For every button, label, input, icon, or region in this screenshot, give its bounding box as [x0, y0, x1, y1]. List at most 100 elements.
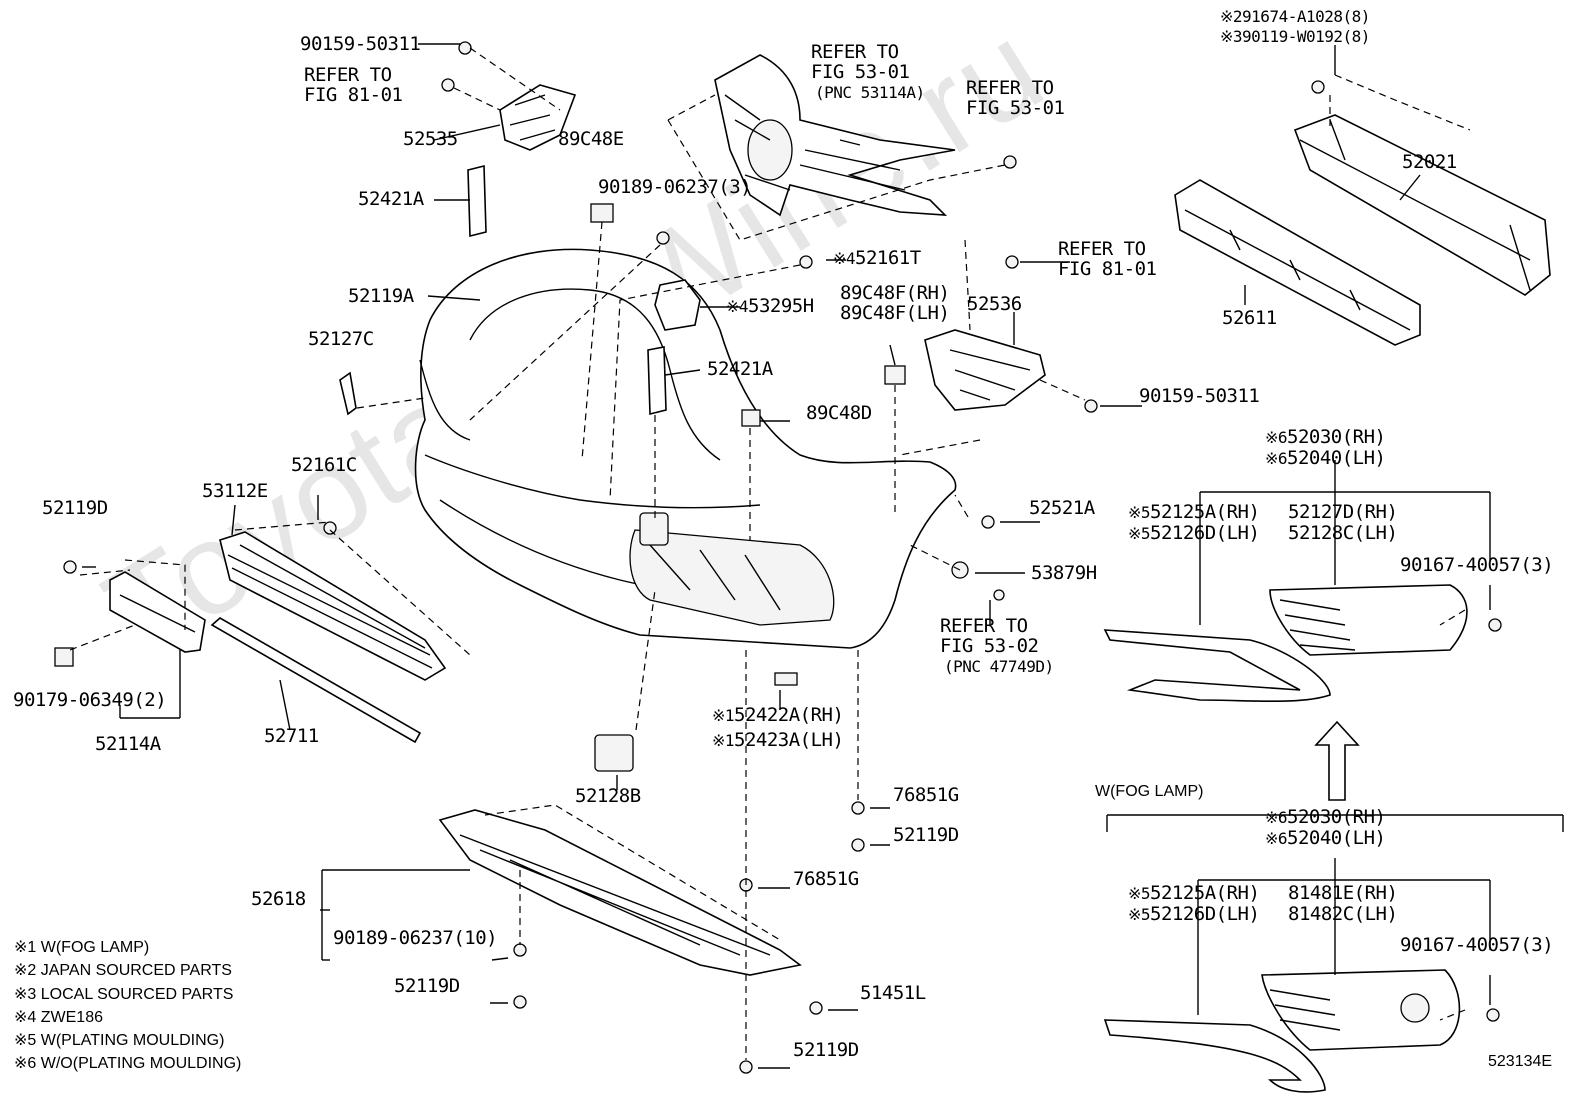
part-52119A[interactable]: 52119A [348, 285, 414, 307]
part-52128B[interactable]: 52128B [575, 785, 641, 807]
mark-4-a: ※4 [833, 249, 856, 268]
part-52535[interactable]: 52535 [403, 128, 458, 150]
ref-clip-line1[interactable]: REFER TO [966, 77, 1054, 99]
part-52711[interactable]: 52711 [264, 725, 319, 747]
mark-5-d: ※5 [1128, 905, 1151, 924]
mark-6-d: ※6 [1265, 829, 1288, 848]
moulding-52711-illustration [210, 617, 422, 744]
mark-5-a: ※5 [1128, 503, 1151, 522]
part-51451L[interactable]: 51451L [860, 982, 926, 1004]
ref-fig81-right-line1[interactable]: REFER TO [1058, 238, 1146, 260]
under-cover-illustration [438, 809, 802, 976]
lower-grille-illustration [219, 531, 447, 681]
part-90159-50311-top[interactable]: 90159-50311 [300, 33, 421, 55]
part-52618[interactable]: 52618 [251, 888, 306, 910]
mark-1-a: ※1 [712, 706, 735, 725]
ref-fig53-02-line1[interactable]: REFER TO [940, 615, 1028, 637]
ref-fig81-right-line2[interactable]: FIG 81-01 [1058, 258, 1157, 280]
ref-grille-line3[interactable]: (PNC 53114A) [815, 83, 925, 102]
ref-fig53-02-line2[interactable]: FIG 53-02 [940, 635, 1039, 657]
upper-52127D[interactable]: 52127D(RH) [1288, 501, 1398, 523]
part-53879H[interactable]: 53879H [1031, 562, 1097, 584]
license-bracket-illustration [109, 571, 206, 653]
part-52422A[interactable]: 52422A(RH) [734, 704, 844, 726]
part-90159-50311-right[interactable]: 90159-50311 [1139, 385, 1260, 407]
upper-52030[interactable]: 52030(RH) [1287, 426, 1386, 448]
part-52161T[interactable]: 52161T [855, 247, 921, 269]
part-52119D-d[interactable]: 52119D [793, 1039, 859, 1061]
lower-81481E[interactable]: 81481E(RH) [1288, 882, 1398, 904]
part-76851G-b[interactable]: 76851G [793, 868, 859, 890]
part-52021[interactable]: 52021 [1402, 151, 1457, 173]
upper-52126D[interactable]: 52126D(LH) [1150, 522, 1260, 544]
lower-81482C[interactable]: 81482C(LH) [1288, 903, 1398, 925]
part-90189-06237-3[interactable]: 90189-06237(3) [598, 176, 752, 198]
bracket-52536-illustration [924, 329, 1046, 411]
part-53112E[interactable]: 53112E [202, 480, 268, 502]
fog-lamp-title: W(FOG LAMP) [1095, 783, 1204, 800]
part-89C48D[interactable]: 89C48D [806, 402, 872, 424]
part-52161C[interactable]: 52161C [291, 454, 357, 476]
note-2: ※2 JAPAN SOURCED PARTS [14, 962, 232, 979]
up-arrow [1314, 720, 1360, 801]
part-291674-A1028[interactable]: 291674-A1028(8) [1232, 7, 1371, 26]
part-53295H[interactable]: 53295H [748, 295, 814, 317]
part-390119-W0192[interactable]: 390119-W0192(8) [1232, 27, 1371, 46]
assembly-lines [69, 47, 1471, 1060]
mark-1-b: ※1 [712, 731, 735, 750]
fog-cover-lower-illustration [1103, 969, 1461, 1093]
mark-5-c: ※5 [1128, 884, 1151, 903]
ref-grille-line1[interactable]: REFER TO [811, 41, 899, 63]
reinforcement-52021-illustration [1293, 114, 1551, 296]
lower-52030[interactable]: 52030(RH) [1287, 806, 1386, 828]
part-52536[interactable]: 52536 [967, 293, 1022, 315]
lower-52125A[interactable]: 52125A(RH) [1150, 882, 1260, 904]
absorber-52611-illustration [1174, 179, 1421, 346]
part-52611[interactable]: 52611 [1222, 307, 1277, 329]
mark-4-b: ※4 [726, 297, 749, 316]
mark-6-c: ※6 [1265, 808, 1288, 827]
part-52114A[interactable]: 52114A [95, 733, 161, 755]
grille-illustration [714, 54, 956, 217]
part-52421A-mid[interactable]: 52421A [707, 358, 773, 380]
part-90179-06349[interactable]: 90179-06349(2) [13, 689, 167, 711]
mark-5-b: ※5 [1128, 524, 1151, 543]
note-4: ※4 ZWE186 [14, 1009, 103, 1026]
ref-grille-line2[interactable]: FIG 53-01 [811, 61, 910, 83]
leader-lines [82, 43, 1564, 1069]
ref-clip-line2[interactable]: FIG 53-01 [966, 97, 1065, 119]
part-52423A[interactable]: 52423A(LH) [734, 729, 844, 751]
part-52119D-left[interactable]: 52119D [42, 497, 108, 519]
part-52127C[interactable]: 52127C [308, 328, 374, 350]
note-3: ※3 LOCAL SOURCED PARTS [14, 986, 234, 1003]
upper-52128C[interactable]: 52128C(LH) [1288, 522, 1398, 544]
bumper-cover-illustration [414, 248, 957, 649]
part-52421A-top[interactable]: 52421A [358, 188, 424, 210]
part-89C48E[interactable]: 89C48E [558, 128, 624, 150]
fog-cover-upper-illustration [1103, 584, 1468, 703]
mark-ref-1: ※ [1220, 7, 1233, 26]
bracket-52535-illustration [499, 84, 577, 151]
figure-code: 523134E [1488, 1053, 1553, 1070]
note-5: ※5 W(PLATING MOULDING) [14, 1032, 225, 1049]
part-89C48F-lh[interactable]: 89C48F(LH) [840, 302, 950, 324]
lower-52126D[interactable]: 52126D(LH) [1150, 903, 1260, 925]
ref-fig53-02-line3[interactable]: (PNC 47749D) [944, 657, 1054, 676]
lower-52040[interactable]: 52040(LH) [1287, 827, 1386, 849]
part-52119D-c[interactable]: 52119D [394, 975, 460, 997]
note-6: ※6 W/O(PLATING MOULDING) [14, 1055, 242, 1072]
part-90189-06237-10[interactable]: 90189-06237(10) [333, 927, 498, 949]
upper-52040[interactable]: 52040(LH) [1287, 447, 1386, 469]
part-76851G-a[interactable]: 76851G [893, 784, 959, 806]
mark-ref-2: ※ [1220, 27, 1233, 46]
lower-90167-40057[interactable]: 90167-40057(3) [1400, 934, 1554, 956]
ref-fig81-line2[interactable]: FIG 81-01 [304, 84, 403, 106]
part-52521A[interactable]: 52521A [1029, 497, 1095, 519]
upper-52125A[interactable]: 52125A(RH) [1150, 501, 1260, 523]
ref-fig81-line1[interactable]: REFER TO [304, 64, 392, 86]
part-89C48F-rh[interactable]: 89C48F(RH) [840, 282, 950, 304]
part-52119D-b[interactable]: 52119D [893, 824, 959, 846]
upper-90167-40057[interactable]: 90167-40057(3) [1400, 554, 1554, 576]
